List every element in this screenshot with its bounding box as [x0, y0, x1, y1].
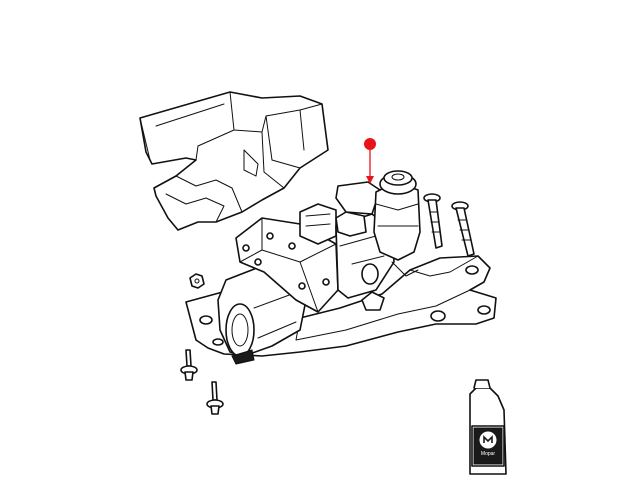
fluid-bottle[interactable]: Mopar: [469, 379, 507, 475]
callout-dot-icon[interactable]: [364, 138, 376, 150]
bottle-logo-text: Mopar: [481, 451, 496, 457]
stud-1[interactable]: [180, 349, 198, 381]
fluid-reservoir[interactable]: [373, 170, 421, 261]
nut[interactable]: [189, 273, 205, 289]
callout-arrowhead: [366, 176, 374, 184]
upper-shroud[interactable]: [139, 91, 329, 231]
bolt-long-2[interactable]: [451, 201, 475, 257]
callout-pointer[interactable]: [364, 138, 376, 184]
stud-2[interactable]: [206, 381, 224, 415]
bolt-long-1[interactable]: [423, 193, 443, 249]
